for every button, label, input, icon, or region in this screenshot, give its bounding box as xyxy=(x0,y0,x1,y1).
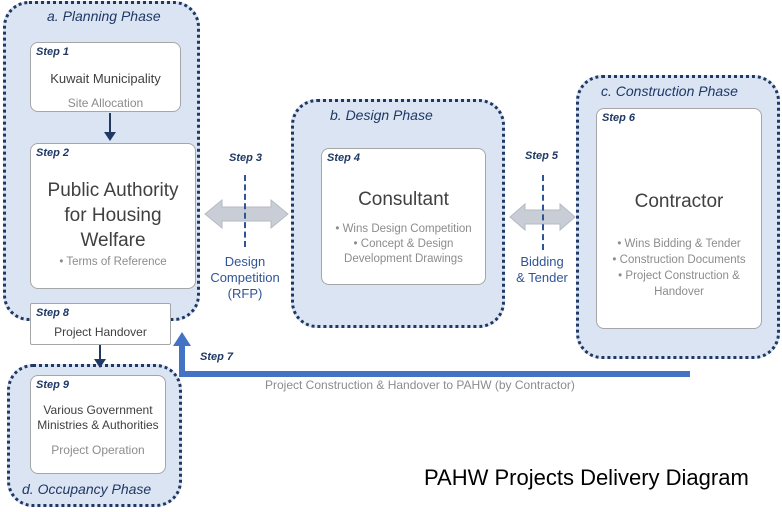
diagram-title: PAHW Projects Delivery Diagram xyxy=(424,465,749,490)
step4-label: Step 4 xyxy=(327,152,361,164)
step3-caption-line-3: (RFP) xyxy=(227,286,263,301)
step4-bullet-1: • Wins Design Competition xyxy=(335,223,472,235)
step3-label: Step 3 xyxy=(229,152,263,164)
step6-box: Step 6 Contractor • Wins Bidding & Tende… xyxy=(596,108,762,329)
step9-label: Step 9 xyxy=(36,379,70,391)
construction-phase-title: c. Construction Phase xyxy=(601,83,738,99)
step6-bullet-3: • Project Construction & xyxy=(618,270,740,282)
step9-box: Step 9 Various Government Ministries & A… xyxy=(30,375,166,474)
step2-main-line-2: for Housing xyxy=(64,205,162,226)
step1-main: Kuwait Municipality xyxy=(50,71,161,86)
dashed-divider-step5 xyxy=(542,175,544,250)
step7-caption: Project Construction & Handover to PAHW … xyxy=(265,378,575,392)
occupancy-phase-title: d. Occupancy Phase xyxy=(22,481,152,497)
double-arrow-step3 xyxy=(204,198,289,230)
step6-bullet-2: • Construction Documents xyxy=(612,254,746,266)
step1-box: Step 1 Kuwait Municipality Site Allocati… xyxy=(30,42,181,112)
step1-sub: Site Allocation xyxy=(67,96,144,110)
step4-box: Step 4 Consultant • Wins Design Competit… xyxy=(321,148,486,285)
step3-caption-line-1: Design xyxy=(224,254,266,269)
step2-bullet-1: • Terms of Reference xyxy=(59,256,167,268)
design-phase-title: b. Design Phase xyxy=(330,107,433,123)
step7-label: Step 7 xyxy=(200,351,234,363)
step6-label: Step 6 xyxy=(602,112,636,124)
dashed-divider-step3 xyxy=(244,175,246,247)
step2-main-line-3: Welfare xyxy=(80,230,146,251)
step6-bullet-1: • Wins Bidding & Tender xyxy=(617,238,741,250)
planning-phase-title: a. Planning Phase xyxy=(47,8,161,24)
step2-main-line-1: Public Authority xyxy=(47,180,179,201)
step5-caption-line-2: & Tender xyxy=(516,270,568,285)
step9-sub: Project Operation xyxy=(51,443,145,457)
step6-bullet-4: Handover xyxy=(654,286,704,298)
step4-bullet-2: • Concept & Design xyxy=(353,238,454,250)
step4-main: Consultant xyxy=(358,189,449,210)
step2-label: Step 2 xyxy=(36,147,70,159)
step9-main-line-1: Various Government xyxy=(43,403,153,417)
step2-box: Step 2 Public Authority for Housing Welf… xyxy=(30,143,196,289)
step3-caption-line-2: Competition xyxy=(210,270,280,285)
step6-main: Contractor xyxy=(634,191,724,212)
step5-label: Step 5 xyxy=(525,150,559,162)
step1-label: Step 1 xyxy=(36,46,70,58)
step8-label: Step 8 xyxy=(36,307,70,319)
step9-main-line-2: Ministries & Authorities xyxy=(37,418,159,432)
step8-main: Project Handover xyxy=(54,325,147,339)
step4-bullet-3: Development Drawings xyxy=(344,253,463,265)
step5-caption-line-1: Bidding xyxy=(520,254,564,269)
return-arrow-step7 xyxy=(179,344,690,377)
step8-box: Step 8 Project Handover xyxy=(30,303,171,345)
